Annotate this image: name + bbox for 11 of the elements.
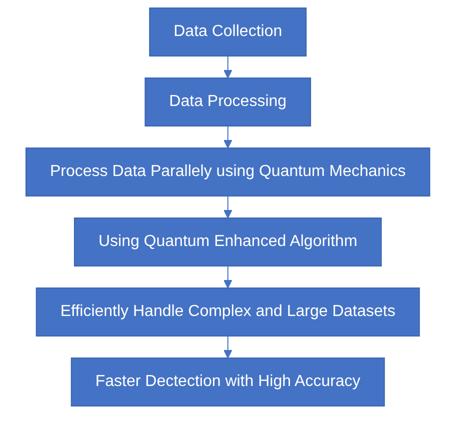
arrow xyxy=(224,56,232,78)
arrow xyxy=(224,196,232,218)
node-box: Data Processing xyxy=(144,78,312,126)
arrow xyxy=(224,336,232,358)
node-box: Data Collection xyxy=(149,8,307,56)
node-box: Using Quantum Enhanced Algorithm xyxy=(74,218,382,266)
node-box: Faster Dectection with High Accuracy xyxy=(71,358,385,406)
node-box: Process Data Parallely using Quantum Mechanics xyxy=(26,148,430,196)
arrow xyxy=(224,126,232,148)
arrow xyxy=(224,266,232,288)
node-box: Efficiently Handle Complex and Large Datasets xyxy=(36,288,420,336)
